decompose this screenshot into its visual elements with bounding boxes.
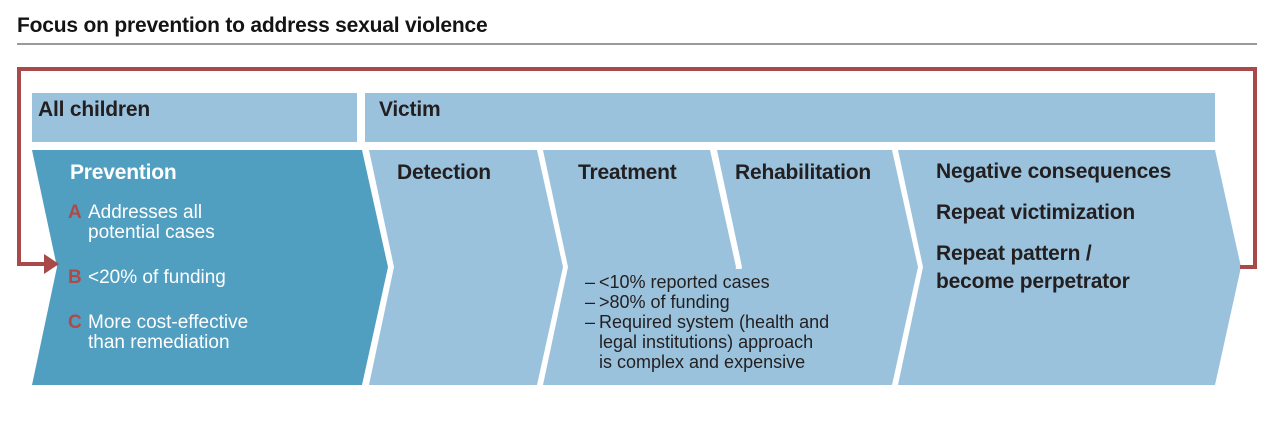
victim-band [365,93,1215,142]
bullet-dash: – [585,272,596,292]
treatment-note-1: – <10% reported cases [585,272,770,292]
treatment-note-3: – Required system (health and legal inst… [585,312,830,372]
outcome-negative-consequences: Negative consequences [936,160,1172,183]
prevention-item-a-text: Addresses all potential cases [88,202,215,243]
detection-chevron [369,150,563,385]
prevention-item-b-letter: B [68,267,82,288]
outcomes-chevron [898,150,1241,385]
feedback-loop-line [17,67,1257,269]
treatment-title: Treatment [578,161,677,184]
prevention-chevron [32,150,388,385]
outcomes-block: Negative consequences Repeat victimizati… [936,158,1221,309]
treatment-note-2: – >80% of funding [585,292,730,312]
page-title: Focus on prevention to address sexual vi… [17,14,488,37]
detection-title: Detection [397,161,491,184]
prevention-item-b-text: <20% of funding [88,267,226,288]
treatment-notes-backdrop [576,269,890,385]
outcome-repeat-victimization: Repeat victimization [936,201,1136,224]
bullet-dash: – [585,312,596,332]
prevention-item-b: B <20% of funding [68,268,348,288]
all-children-label: All children [38,98,150,121]
prevention-item-a-letter: A [68,202,82,223]
arrowhead-icon [44,254,59,274]
prevention-title: Prevention [70,161,177,184]
title-rule [17,43,1257,45]
treatment-notes: – <10% reported cases – >80% of funding … [585,272,895,372]
victim-label: Victim [379,98,441,121]
outcome-repeat-pattern: Repeat pattern / become perpetrator [936,242,1130,293]
prevention-item-c: C More cost-effective than remediation [68,313,348,353]
all-children-band [32,93,357,142]
rehabilitation-title: Rehabilitation [735,161,872,184]
prevention-item-a: A Addresses all potential cases [68,203,348,243]
prevention-item-c-letter: C [68,312,82,333]
prevention-item-c-text: More cost-effective than remediation [88,312,249,353]
bullet-dash: – [585,292,596,312]
